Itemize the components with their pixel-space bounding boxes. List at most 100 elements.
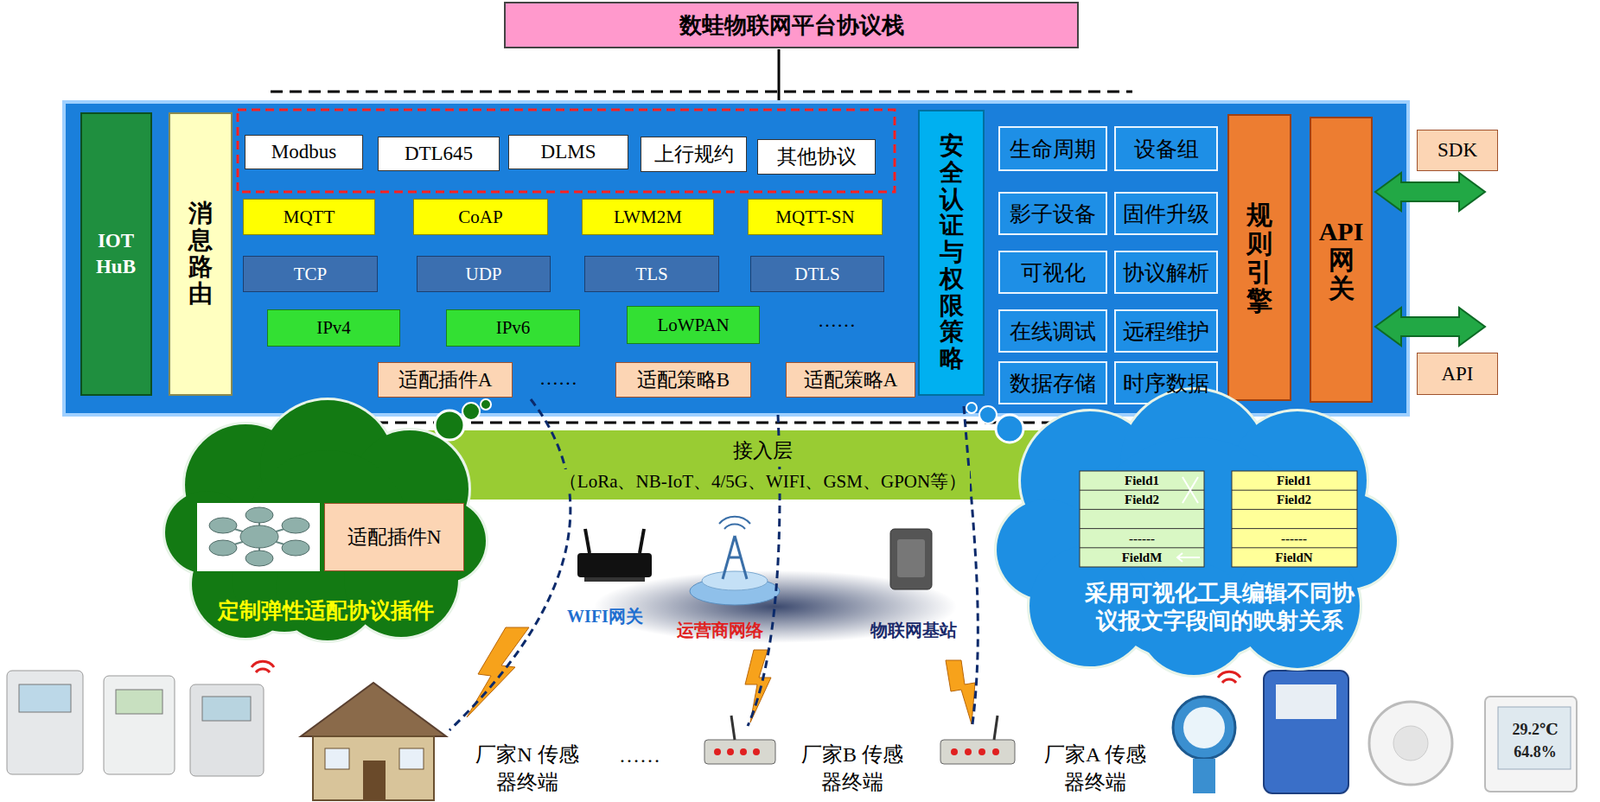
feature-box: 固件升级 xyxy=(1114,191,1218,236)
node-text: TLS xyxy=(635,263,668,286)
led xyxy=(713,748,721,756)
router-base xyxy=(584,577,645,582)
protocol-box: DLMS xyxy=(508,134,629,170)
security-box: 安全认证与权限策略 xyxy=(917,109,985,396)
water-meter-dial xyxy=(1183,707,1225,749)
house-window xyxy=(399,748,424,770)
thought-bubble xyxy=(995,414,1024,443)
node-text: 安全认证与权限策略 xyxy=(939,133,964,373)
node-text: 定制弹性适配协议插件 xyxy=(163,599,488,624)
protocol-group-outline xyxy=(237,109,895,192)
electric-meter xyxy=(190,684,264,777)
led xyxy=(726,748,734,756)
feature-box: 协议解析 xyxy=(1114,250,1218,294)
node-text: TCP xyxy=(293,263,328,286)
led xyxy=(964,748,972,756)
title-box: 数蛙物联网平台协议栈 xyxy=(503,1,1079,49)
transport-box: UDP xyxy=(416,255,551,293)
node-text: 影子设备 xyxy=(1009,199,1097,229)
transport-box: TLS xyxy=(584,255,720,293)
protocol-box: DTL645 xyxy=(377,136,500,172)
label-text: 厂家N 传感器终端 xyxy=(471,740,582,797)
electric-meter xyxy=(103,675,175,775)
node-text: 时序数据 xyxy=(1122,369,1210,398)
smoke-detector-center xyxy=(1393,726,1428,761)
plugin-hex xyxy=(209,540,237,556)
water-meter-pipe xyxy=(1192,758,1216,794)
network-box: IPv6 xyxy=(446,309,581,347)
api-box: API xyxy=(1416,352,1499,396)
node-text: LWM2M xyxy=(613,206,683,229)
field-table xyxy=(1079,471,1205,568)
node-text: MQTT-SN xyxy=(775,206,855,229)
label-text: FieldM xyxy=(1121,548,1163,568)
label-text: 物联网基站 xyxy=(870,618,957,642)
app-protocol-box: MQTT xyxy=(242,198,376,236)
wifi-router xyxy=(577,553,652,578)
led xyxy=(739,748,747,756)
network-box: LoWPAN xyxy=(626,305,760,345)
node-text: （LoRa、NB-IoT、4/5G、WIFI、GSM、GPON等） xyxy=(555,469,970,494)
platform-panel xyxy=(63,101,1409,415)
node-text: 固件升级 xyxy=(1122,199,1210,229)
node-text: LoWPAN xyxy=(656,314,729,337)
gas-meter-screen xyxy=(1275,684,1337,720)
node-text: 适配插件A xyxy=(398,366,493,394)
node-text: 可视化 xyxy=(1020,258,1086,287)
label-text: Field1 xyxy=(1276,471,1312,491)
label-text: ------ xyxy=(1281,529,1307,549)
base-station xyxy=(890,529,932,590)
water-meter xyxy=(1172,696,1236,759)
label-text: FieldN xyxy=(1274,548,1313,568)
plugin-hex xyxy=(209,517,237,534)
house-door xyxy=(363,760,386,801)
label-text: Field2 xyxy=(1276,490,1312,510)
lightning xyxy=(945,660,976,725)
node-text: 上行规约 xyxy=(654,140,734,168)
node-text: 规则引擎 xyxy=(1246,200,1273,315)
thought-bubble xyxy=(434,410,465,440)
thought-bubble xyxy=(480,399,491,410)
network-shadow xyxy=(593,570,957,644)
node-text: MQTT xyxy=(283,206,336,229)
node-text: CoAP xyxy=(458,206,503,229)
node-text: API xyxy=(1440,363,1473,386)
table-rows xyxy=(1079,490,1205,549)
node-text: DTL645 xyxy=(404,142,473,166)
label-text: 29.2℃ xyxy=(1511,719,1558,740)
hub-box: IOT HuB xyxy=(80,112,153,396)
node-text: UDP xyxy=(465,263,502,286)
smoke-detector xyxy=(1369,701,1453,785)
sensor-router xyxy=(704,739,776,765)
mapping-arrow xyxy=(1177,553,1200,562)
node-text: 采用可视化工具编辑不同协议报文字段间的映射关系 xyxy=(1081,580,1358,636)
app-protocol-box: CoAP xyxy=(413,198,549,236)
mapping-cloud: 采用可视化工具编辑不同协议报文字段间的映射关系 xyxy=(994,402,1393,674)
node-text: 其他协议 xyxy=(777,143,857,171)
dashed-divider xyxy=(270,90,1133,94)
dashed-link xyxy=(963,406,978,725)
label-text: 厂家B 传感器终端 xyxy=(796,740,907,797)
feature-box: 远程维护 xyxy=(1114,309,1218,353)
led xyxy=(752,748,760,756)
node-text: DLMS xyxy=(541,140,597,164)
gas-meter xyxy=(1263,670,1349,794)
thermostat-screen xyxy=(1498,707,1571,770)
rule-engine-box: 规则引擎 xyxy=(1227,114,1292,402)
base-station-panel xyxy=(897,539,925,578)
sensor-antenna xyxy=(731,715,735,740)
double-arrow xyxy=(1375,307,1486,346)
thermostat xyxy=(1485,696,1577,792)
lightning xyxy=(466,627,530,718)
feature-box: 在线调试 xyxy=(998,309,1108,353)
wifi-icon xyxy=(251,661,275,673)
title-stem xyxy=(777,49,781,102)
house-window xyxy=(325,748,350,770)
label-text: 厂家A 传感器终端 xyxy=(1039,740,1150,797)
feature-box: 影子设备 xyxy=(998,191,1108,236)
lightning xyxy=(745,650,772,723)
led xyxy=(950,748,958,756)
router-antenna xyxy=(585,529,590,554)
node-text: API网关 xyxy=(1318,216,1365,303)
